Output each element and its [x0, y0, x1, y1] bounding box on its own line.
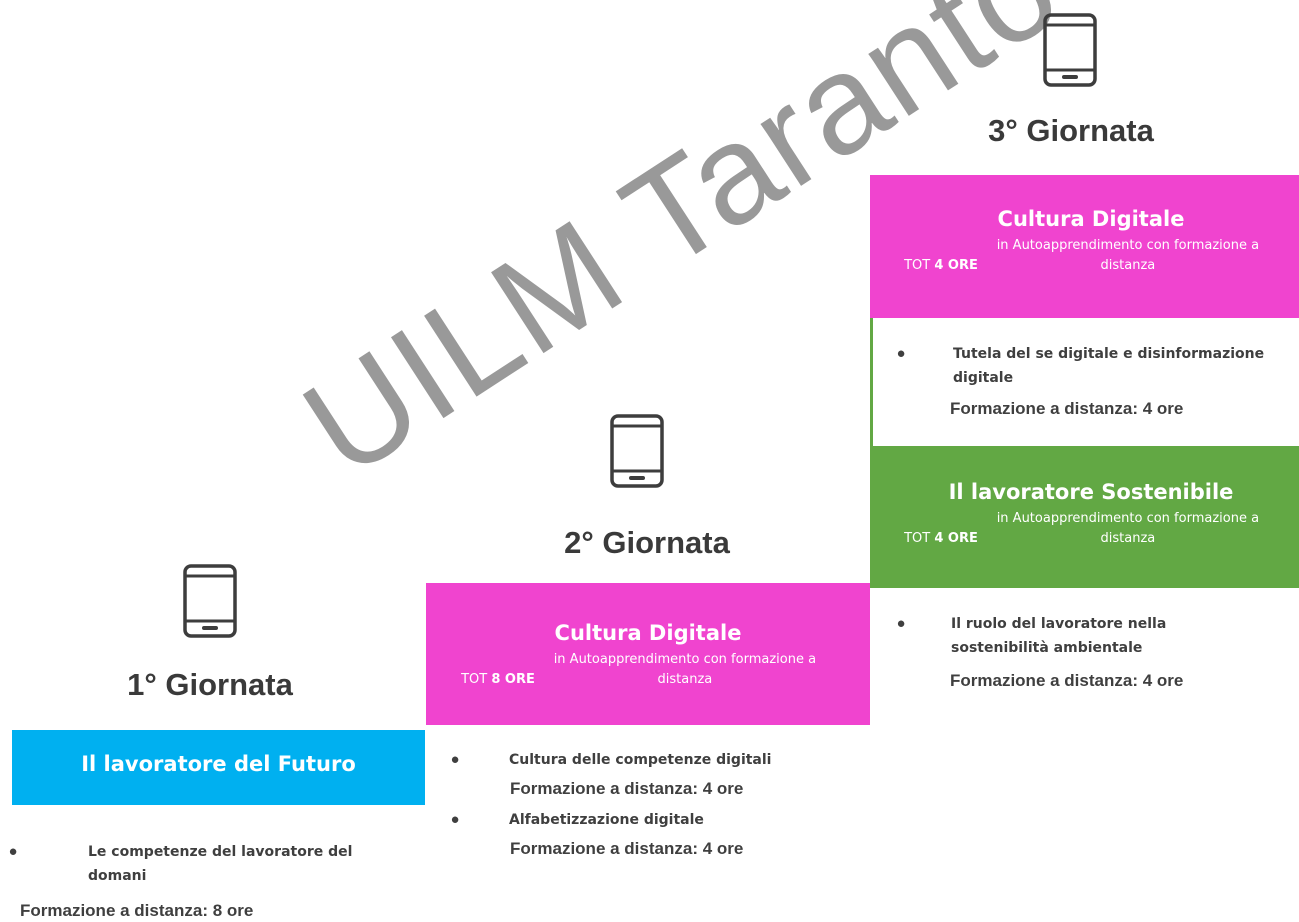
module-description: TOT 4 ORE in Autoapprendimento con forma… [870, 236, 1299, 276]
bullet: ● [896, 345, 906, 362]
desc-rest: in Autoapprendimento con formazione a di… [996, 238, 1260, 274]
topic-hours: Formazione a distanza: 4 ore [950, 671, 1184, 690]
bullet: ● [450, 751, 460, 768]
tablet-icon [182, 563, 238, 639]
tablet-icon [609, 413, 665, 489]
module-description: TOT 8 ORE in Autoapprendimento con forma… [426, 650, 870, 690]
day-2-title: 2° Giornata [564, 525, 730, 560]
topic-text: Alfabetizzazione digitale [509, 812, 704, 828]
desc-prefix: TOT [904, 258, 935, 274]
desc-rest: in Autoapprendimento con formazione a di… [996, 511, 1260, 547]
module-title: Il lavoratore Sostenibile [948, 480, 1234, 504]
module-lavoratore-futuro: Il lavoratore del Futuro [12, 730, 425, 805]
module-title: Cultura Digitale [554, 621, 742, 645]
topic-text: Tutela del se digitale e disinformazione… [953, 346, 1265, 386]
day-3-title: 3° Giornata [988, 113, 1154, 148]
bullet: ● [8, 843, 18, 860]
topic-text: Le competenze del lavoratore del domani [88, 844, 353, 884]
desc-hours: 4 ORE [934, 258, 978, 274]
topic-hours: Formazione a distanza: 4 ore [510, 779, 744, 798]
topic-text: Il ruolo del lavoratore nella sostenibil… [951, 616, 1167, 656]
topic-hours: Formazione a distanza: 8 ore [20, 901, 254, 920]
topic-hours: Formazione a distanza: 4 ore [510, 839, 744, 858]
module-cultura-digitale-8: Cultura Digitale TOT 8 ORE in Autoappren… [426, 583, 870, 725]
bullet: ● [896, 615, 906, 632]
desc-prefix: TOT [461, 672, 492, 688]
module-lavoratore-sostenibile: Il lavoratore Sostenibile TOT 4 ORE in A… [870, 446, 1299, 588]
bullet: ● [450, 811, 460, 828]
module-title: Cultura Digitale [997, 207, 1185, 231]
desc-hours: 4 ORE [934, 531, 978, 547]
module-cultura-digitale-4: Cultura Digitale TOT 4 ORE in Autoappren… [870, 175, 1299, 318]
desc-prefix: TOT [904, 531, 935, 547]
day-1-title: 1° Giornata [127, 667, 293, 702]
tablet-icon [1042, 12, 1098, 88]
module-description: TOT 4 ORE in Autoapprendimento con forma… [870, 509, 1299, 549]
desc-hours: 8 ORE [491, 672, 535, 688]
module-title: Il lavoratore del Futuro [81, 752, 356, 776]
topic-text: Cultura delle competenze digitali [509, 752, 772, 768]
topic-hours: Formazione a distanza: 4 ore [950, 399, 1184, 418]
connector-line [870, 318, 873, 446]
desc-rest: in Autoapprendimento con formazione a di… [553, 652, 817, 688]
